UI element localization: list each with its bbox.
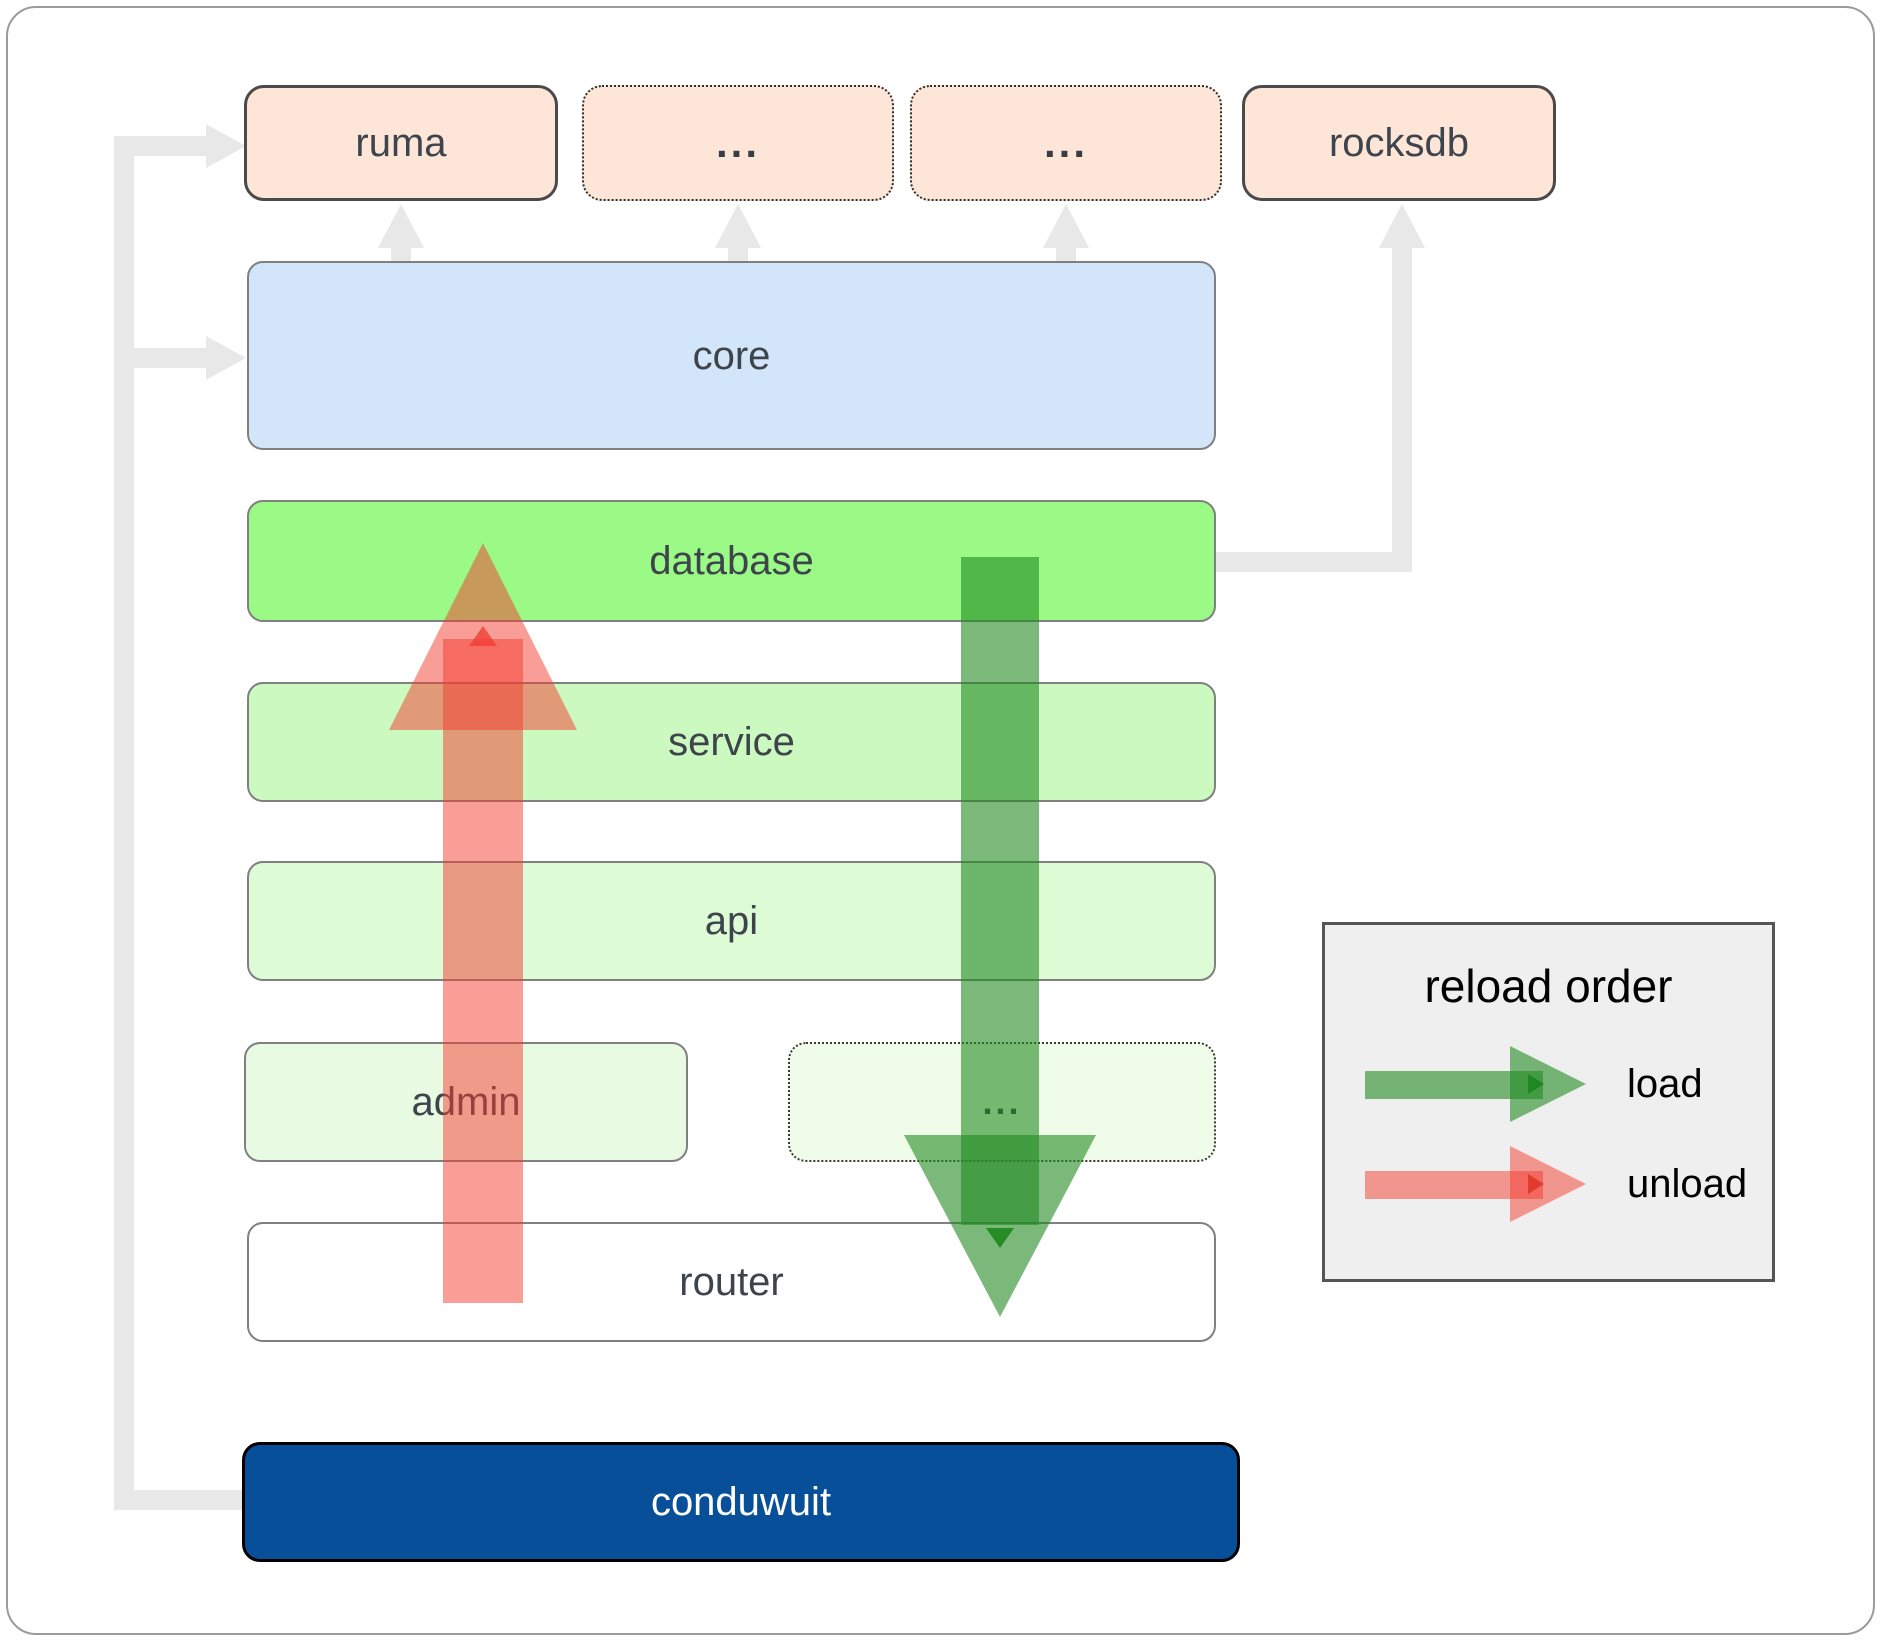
box-core: core — [247, 261, 1216, 450]
legend-load-label: load — [1627, 1062, 1703, 1106]
box-more-crates-2: ... — [910, 85, 1222, 201]
box-conduwuit: conduwuit — [242, 1442, 1240, 1562]
box-ruma-label: ruma — [355, 121, 447, 165]
core-to-more1-arrowhead-icon — [715, 204, 761, 248]
conduwuit-left-connector-line — [114, 136, 134, 1510]
legend-unload-arrow-head-icon — [1510, 1146, 1586, 1222]
box-conduwuit-label: conduwuit — [650, 1480, 832, 1524]
database-to-rocksdb-arrowhead-icon — [1379, 204, 1425, 248]
box-rocksdb: rocksdb — [1242, 85, 1556, 201]
load-arrow-head-icon — [904, 1135, 1096, 1317]
connector-to-core-segment — [114, 348, 206, 368]
unload-arrow-head-icon — [389, 543, 577, 730]
box-more-crates-1-label: ... — [715, 119, 760, 166]
legend-unload-label: unload — [1627, 1162, 1748, 1206]
core-to-more2-shaft — [1056, 248, 1076, 262]
box-service: service — [247, 682, 1216, 802]
arrowhead-into-ruma-icon — [206, 124, 246, 168]
unload-arrow-shaft — [443, 639, 523, 1303]
core-to-more2-arrowhead-icon — [1043, 204, 1089, 248]
box-service-label: service — [668, 720, 795, 764]
legend-title: reload order — [1424, 960, 1673, 1012]
connector-to-ruma-segment — [114, 136, 206, 156]
core-to-ruma-shaft — [391, 248, 411, 262]
box-ruma: ruma — [244, 85, 558, 201]
legend-reload-order: reload order load unload — [1322, 922, 1775, 1282]
box-database-label: database — [649, 539, 814, 583]
legend-load-arrow-head-icon — [1510, 1046, 1586, 1122]
load-arrow-shaft — [961, 557, 1039, 1225]
box-more-crates-1: ... — [582, 85, 894, 201]
box-rocksdb-label: rocksdb — [1328, 121, 1470, 165]
database-to-rocksdb-vertical — [1392, 248, 1412, 572]
box-router-label: router — [679, 1260, 784, 1304]
box-core-label: core — [692, 333, 771, 378]
connector-from-conduwuit-segment — [114, 1490, 244, 1510]
arrowhead-into-core-icon — [206, 336, 246, 380]
box-more-crates-2-label: ... — [1043, 119, 1088, 166]
box-api: api — [247, 861, 1216, 981]
core-to-more1-shaft — [728, 248, 748, 262]
core-to-ruma-arrowhead-icon — [378, 204, 424, 248]
box-api-label: api — [704, 899, 759, 943]
outer-border — [6, 6, 1875, 1635]
database-to-rocksdb-horizontal — [1216, 552, 1412, 572]
